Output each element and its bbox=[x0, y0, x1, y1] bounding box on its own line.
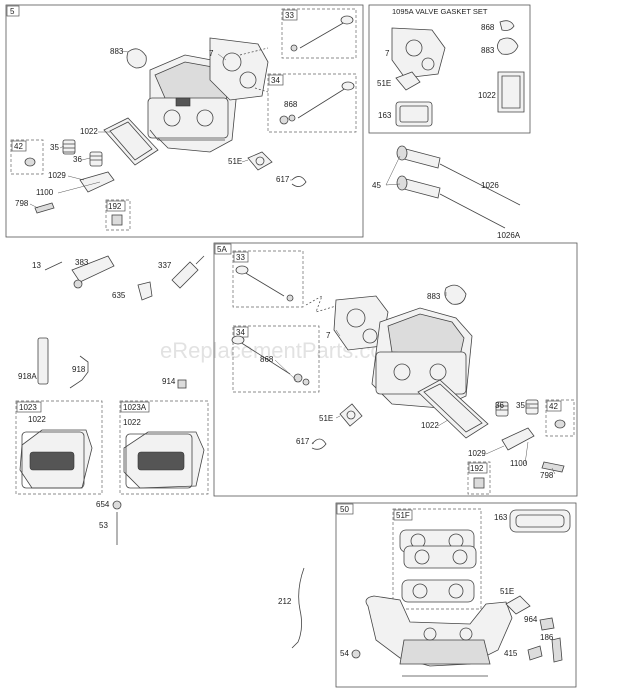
loose-parts-middle: 13 383 337 635 918A 918 914 bbox=[18, 255, 205, 389]
section-50-id: 50 bbox=[340, 505, 349, 514]
part-7-head-gasket-lower bbox=[333, 295, 389, 351]
label-918: 918 bbox=[72, 365, 86, 374]
intake-manifold bbox=[365, 595, 513, 677]
box-192-lower-id: 192 bbox=[470, 464, 484, 473]
box-51F-id: 51F bbox=[396, 511, 410, 520]
valve-exhaust-lower bbox=[235, 265, 294, 302]
label-13: 13 bbox=[32, 261, 41, 270]
label-635: 635 bbox=[112, 291, 126, 300]
label-1022-rocker-a: 1022 bbox=[28, 415, 46, 424]
label-383: 383 bbox=[75, 258, 89, 267]
label-35-lower: 35 bbox=[516, 401, 525, 410]
gasket-label-883: 883 bbox=[481, 46, 495, 55]
gasket-label-163: 163 bbox=[378, 111, 392, 120]
label-51E-manifold: 51E bbox=[500, 587, 514, 596]
label-1100-lower: 1100 bbox=[510, 459, 528, 468]
box-192-upper-id: 192 bbox=[108, 202, 122, 211]
label-868: 868 bbox=[284, 100, 298, 109]
part-1022-lower-gasket bbox=[417, 379, 489, 439]
box-1023A-id: 1023A bbox=[123, 403, 147, 412]
label-617: 617 bbox=[276, 175, 290, 184]
box-33-upper-id: 33 bbox=[285, 11, 294, 20]
valve-springs-upper bbox=[62, 139, 103, 167]
gasket-label-51E: 51E bbox=[377, 79, 391, 88]
label-212: 212 bbox=[278, 597, 292, 606]
label-36: 36 bbox=[73, 155, 82, 164]
dipstick-parts: 654 53 bbox=[96, 500, 122, 545]
section-50: 50 51F bbox=[335, 502, 577, 688]
label-883-lower: 883 bbox=[427, 292, 441, 301]
box-1023A: 1023A 1022 bbox=[119, 400, 209, 495]
section-5-id: 5 bbox=[10, 7, 15, 16]
gasket-label-868: 868 bbox=[481, 23, 495, 32]
part-1029-rocker bbox=[79, 171, 115, 193]
valve-gasket-set: 1095A VALVE GASKET SET 7 868 883 51E 102… bbox=[368, 4, 531, 134]
label-1022-lower: 1022 bbox=[421, 421, 439, 430]
part-212-line: 212 bbox=[278, 567, 305, 649]
part-883-gasket bbox=[126, 48, 147, 69]
part-7-head-gasket bbox=[209, 37, 269, 101]
section-5: 5 33 bbox=[5, 4, 364, 238]
gasket-set-head-gasket bbox=[391, 27, 446, 79]
label-964: 964 bbox=[524, 615, 538, 624]
label-883: 883 bbox=[110, 47, 124, 56]
label-1100: 1100 bbox=[36, 188, 54, 197]
box-1023: 1023 1022 bbox=[15, 400, 103, 495]
valve-intake-upper bbox=[279, 81, 355, 125]
pushrod-tubes: 45 1026 1026A bbox=[372, 145, 521, 240]
label-415: 415 bbox=[504, 649, 518, 658]
label-7-lower: 7 bbox=[326, 331, 331, 340]
label-186: 186 bbox=[540, 633, 554, 642]
label-914: 914 bbox=[162, 377, 176, 386]
label-51E: 51E bbox=[228, 157, 242, 166]
box-34-lower-id: 34 bbox=[236, 328, 245, 337]
box-1023-id: 1023 bbox=[19, 403, 37, 412]
box-33-lower-id: 33 bbox=[236, 253, 245, 262]
manifold-gaskets bbox=[399, 529, 477, 603]
label-617-lower: 617 bbox=[296, 437, 310, 446]
gasket-set-title: 1095A VALVE GASKET SET bbox=[392, 7, 488, 16]
label-1026A: 1026A bbox=[497, 231, 521, 240]
label-918A: 918A bbox=[18, 372, 37, 381]
box-42-lower-id: 42 bbox=[549, 402, 558, 411]
label-337: 337 bbox=[158, 261, 172, 270]
gasket-label-7: 7 bbox=[385, 49, 390, 58]
box-34-upper-id: 34 bbox=[271, 76, 280, 85]
label-51E-lower: 51E bbox=[319, 414, 333, 423]
valve-exhaust-upper bbox=[290, 15, 354, 52]
box-42-upper-id: 42 bbox=[14, 142, 23, 151]
label-36-lower: 36 bbox=[495, 401, 504, 410]
label-868-lower: 868 bbox=[260, 355, 274, 364]
label-1026: 1026 bbox=[481, 181, 499, 190]
label-7: 7 bbox=[209, 49, 214, 58]
label-1022-rocker-b: 1022 bbox=[123, 418, 141, 427]
label-45: 45 bbox=[372, 181, 381, 190]
label-1029: 1029 bbox=[48, 171, 66, 180]
label-54: 54 bbox=[340, 649, 349, 658]
label-1022: 1022 bbox=[80, 127, 98, 136]
label-53: 53 bbox=[99, 521, 108, 530]
label-654: 654 bbox=[96, 500, 110, 509]
part-1022-gasket bbox=[103, 117, 159, 166]
gasket-label-1022: 1022 bbox=[478, 91, 496, 100]
label-1029-lower: 1029 bbox=[468, 449, 486, 458]
section-5A-id: 5A bbox=[217, 245, 227, 254]
label-798-lower: 798 bbox=[540, 471, 554, 480]
label-35: 35 bbox=[50, 143, 59, 152]
label-798: 798 bbox=[15, 199, 29, 208]
label-163-manifold: 163 bbox=[494, 513, 508, 522]
section-5A: 5A 33 34 bbox=[213, 242, 578, 497]
